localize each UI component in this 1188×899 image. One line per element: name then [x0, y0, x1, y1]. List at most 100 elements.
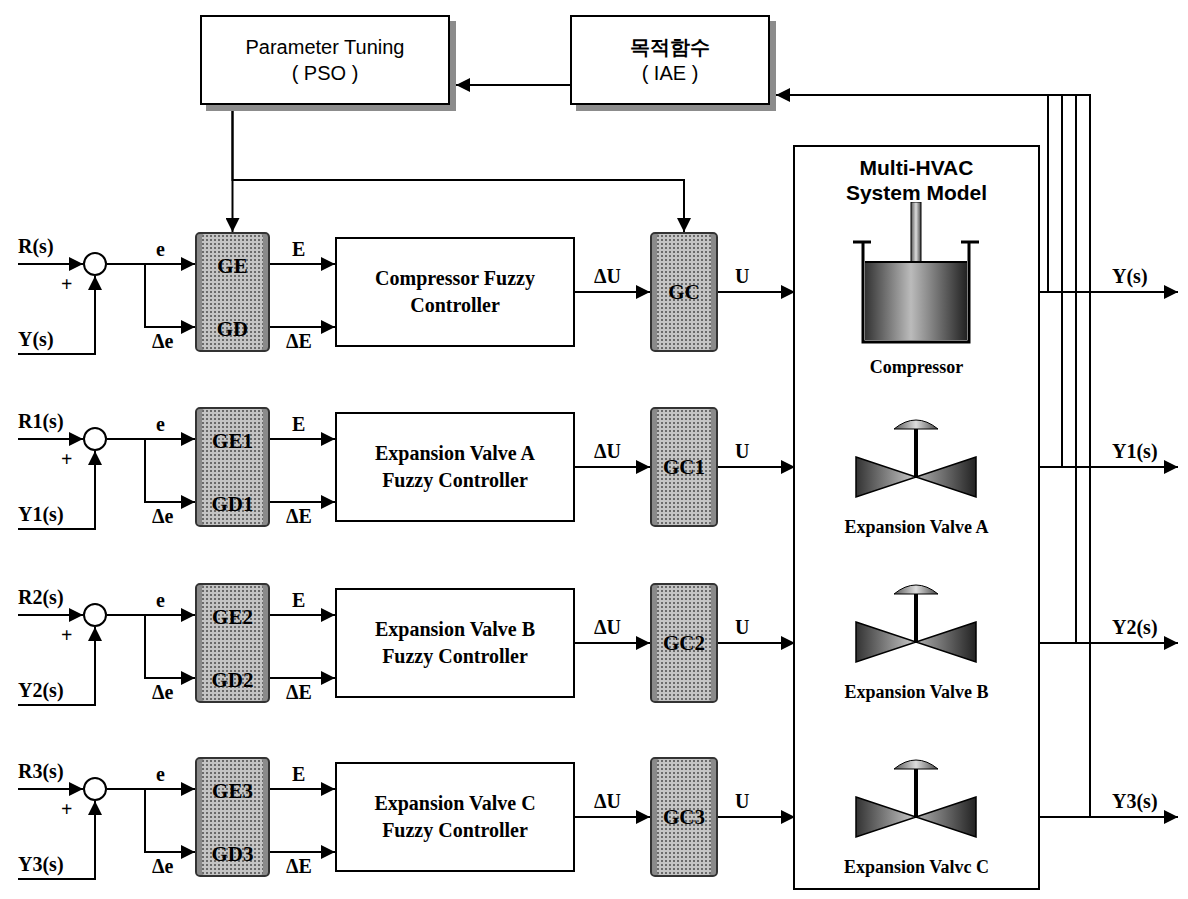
signal-name: Y2(s) [1110, 615, 1160, 639]
compressor-symbol [795, 202, 1038, 352]
signal-name: R(s) [16, 234, 56, 258]
signal-label: e [154, 588, 167, 612]
signal-arrow [270, 438, 335, 440]
sign-label: + [61, 272, 72, 296]
signal-label: ΔU [592, 615, 623, 639]
node-text: Parameter Tuning [246, 34, 405, 60]
signal-wire [18, 614, 83, 616]
node-text: GD [197, 317, 268, 341]
node-text: Expansion Valve C Fuzzy Controller [360, 790, 550, 844]
signal-label: U [733, 264, 751, 288]
signal-arrow [107, 439, 195, 502]
gain-block: GE2GD2 [195, 583, 270, 703]
signal-label: E [290, 588, 307, 612]
signal-label: E [290, 762, 307, 786]
node-text: ( IAE ) [642, 60, 699, 86]
node-text: GC2 [663, 631, 705, 656]
node-text: Compressor [795, 356, 1038, 378]
signal-label: E [290, 237, 307, 261]
node-text: Multi-HVAC System Model [795, 155, 1038, 205]
signal-arrow [270, 326, 335, 328]
gain-block: GC [650, 232, 718, 352]
signal-arrow [270, 263, 335, 265]
signal-name: R3(s) [16, 759, 66, 783]
controller-box: Expansion Valve A Fuzzy Controller [335, 412, 575, 522]
gain-block: GC1 [650, 407, 718, 527]
signal-label: ΔU [592, 264, 623, 288]
signal-arrow [456, 84, 570, 86]
node-text: GE [197, 254, 268, 278]
signal-arrow [233, 111, 685, 232]
node-text: GD3 [197, 842, 268, 866]
signal-wire [1040, 816, 1178, 818]
signal-label: e [154, 237, 167, 261]
signal-name: Y2(s) [16, 678, 66, 702]
controller-box: Expansion Valve C Fuzzy Controller [335, 762, 575, 872]
signal-wire [1061, 95, 1063, 467]
signal-wire [18, 438, 83, 440]
signal-wire [18, 788, 83, 790]
process-box: 목적함수( IAE ) [570, 15, 770, 105]
signal-arrow [575, 816, 650, 818]
gain-block: GC2 [650, 583, 718, 703]
signal-arrow [270, 788, 335, 790]
node-text: Expansion Valve A [795, 516, 1038, 538]
node-text: Compressor Fuzzy Controller [360, 265, 550, 319]
node-text: GC1 [663, 455, 705, 480]
compressor-unit: Compressor [795, 202, 1038, 382]
node-text: GC [668, 280, 700, 305]
valve-unit: Expansion Valve B [795, 572, 1038, 707]
signal-label: Δe [150, 504, 175, 528]
valve-unit: Expansion Valvc C [795, 732, 1038, 882]
signal-arrow [575, 466, 650, 468]
signal-wire [1048, 95, 1090, 817]
signal-arrow [718, 642, 795, 644]
valve-symbol [795, 402, 1038, 512]
signal-name: Y(s) [1110, 264, 1150, 288]
controller-box: Compressor Fuzzy Controller [335, 237, 575, 347]
gain-block: GE1GD1 [195, 407, 270, 527]
node-text: Expansion Valvc C [795, 856, 1038, 878]
signal-label: U [733, 439, 751, 463]
sign-label: + [61, 797, 72, 821]
signal-name: Y1(s) [1110, 439, 1160, 463]
node-text: 목적함수 [630, 34, 710, 60]
signal-wire [18, 263, 83, 265]
node-text: GE2 [197, 605, 268, 629]
summing-junction: + [83, 252, 107, 276]
node-text: GE1 [197, 429, 268, 453]
signal-label: e [154, 412, 167, 436]
system-box: CompressorExpansion Valve A Expansion Val… [793, 145, 1040, 890]
signal-label: ΔE [284, 854, 314, 878]
gain-block: GE3GD3 [195, 757, 270, 877]
signal-arrow [107, 615, 195, 678]
gain-block: GC3 [650, 757, 718, 877]
signal-arrow [718, 466, 795, 468]
signal-label: Δe [150, 329, 175, 353]
signal-name: Y3(s) [1110, 789, 1160, 813]
signal-arrow [270, 851, 335, 853]
signal-arrow [718, 816, 795, 818]
signal-label: ΔE [284, 680, 314, 704]
sign-label: + [61, 447, 72, 471]
summing-junction: + [83, 603, 107, 627]
node-text: Expansion Valve B [795, 681, 1038, 703]
signal-arrow [270, 677, 335, 679]
signal-label: ΔU [592, 789, 623, 813]
signal-arrow [718, 291, 795, 293]
node-text: GE3 [197, 779, 268, 803]
node-text: Expansion Valve B Fuzzy Controller [360, 616, 550, 670]
node-text: Expansion Valve A Fuzzy Controller [360, 440, 550, 494]
node-text: GD1 [197, 492, 268, 516]
signal-wire [1075, 95, 1077, 643]
node-text: ( PSO ) [292, 60, 359, 86]
valve-symbol [795, 732, 1038, 852]
signal-label: E [290, 412, 307, 436]
signal-wire [1040, 466, 1178, 468]
signal-arrow [270, 614, 335, 616]
signal-label: ΔE [284, 504, 314, 528]
signal-label: U [733, 789, 751, 813]
node-text: GC3 [663, 805, 705, 830]
signal-arrow [575, 642, 650, 644]
